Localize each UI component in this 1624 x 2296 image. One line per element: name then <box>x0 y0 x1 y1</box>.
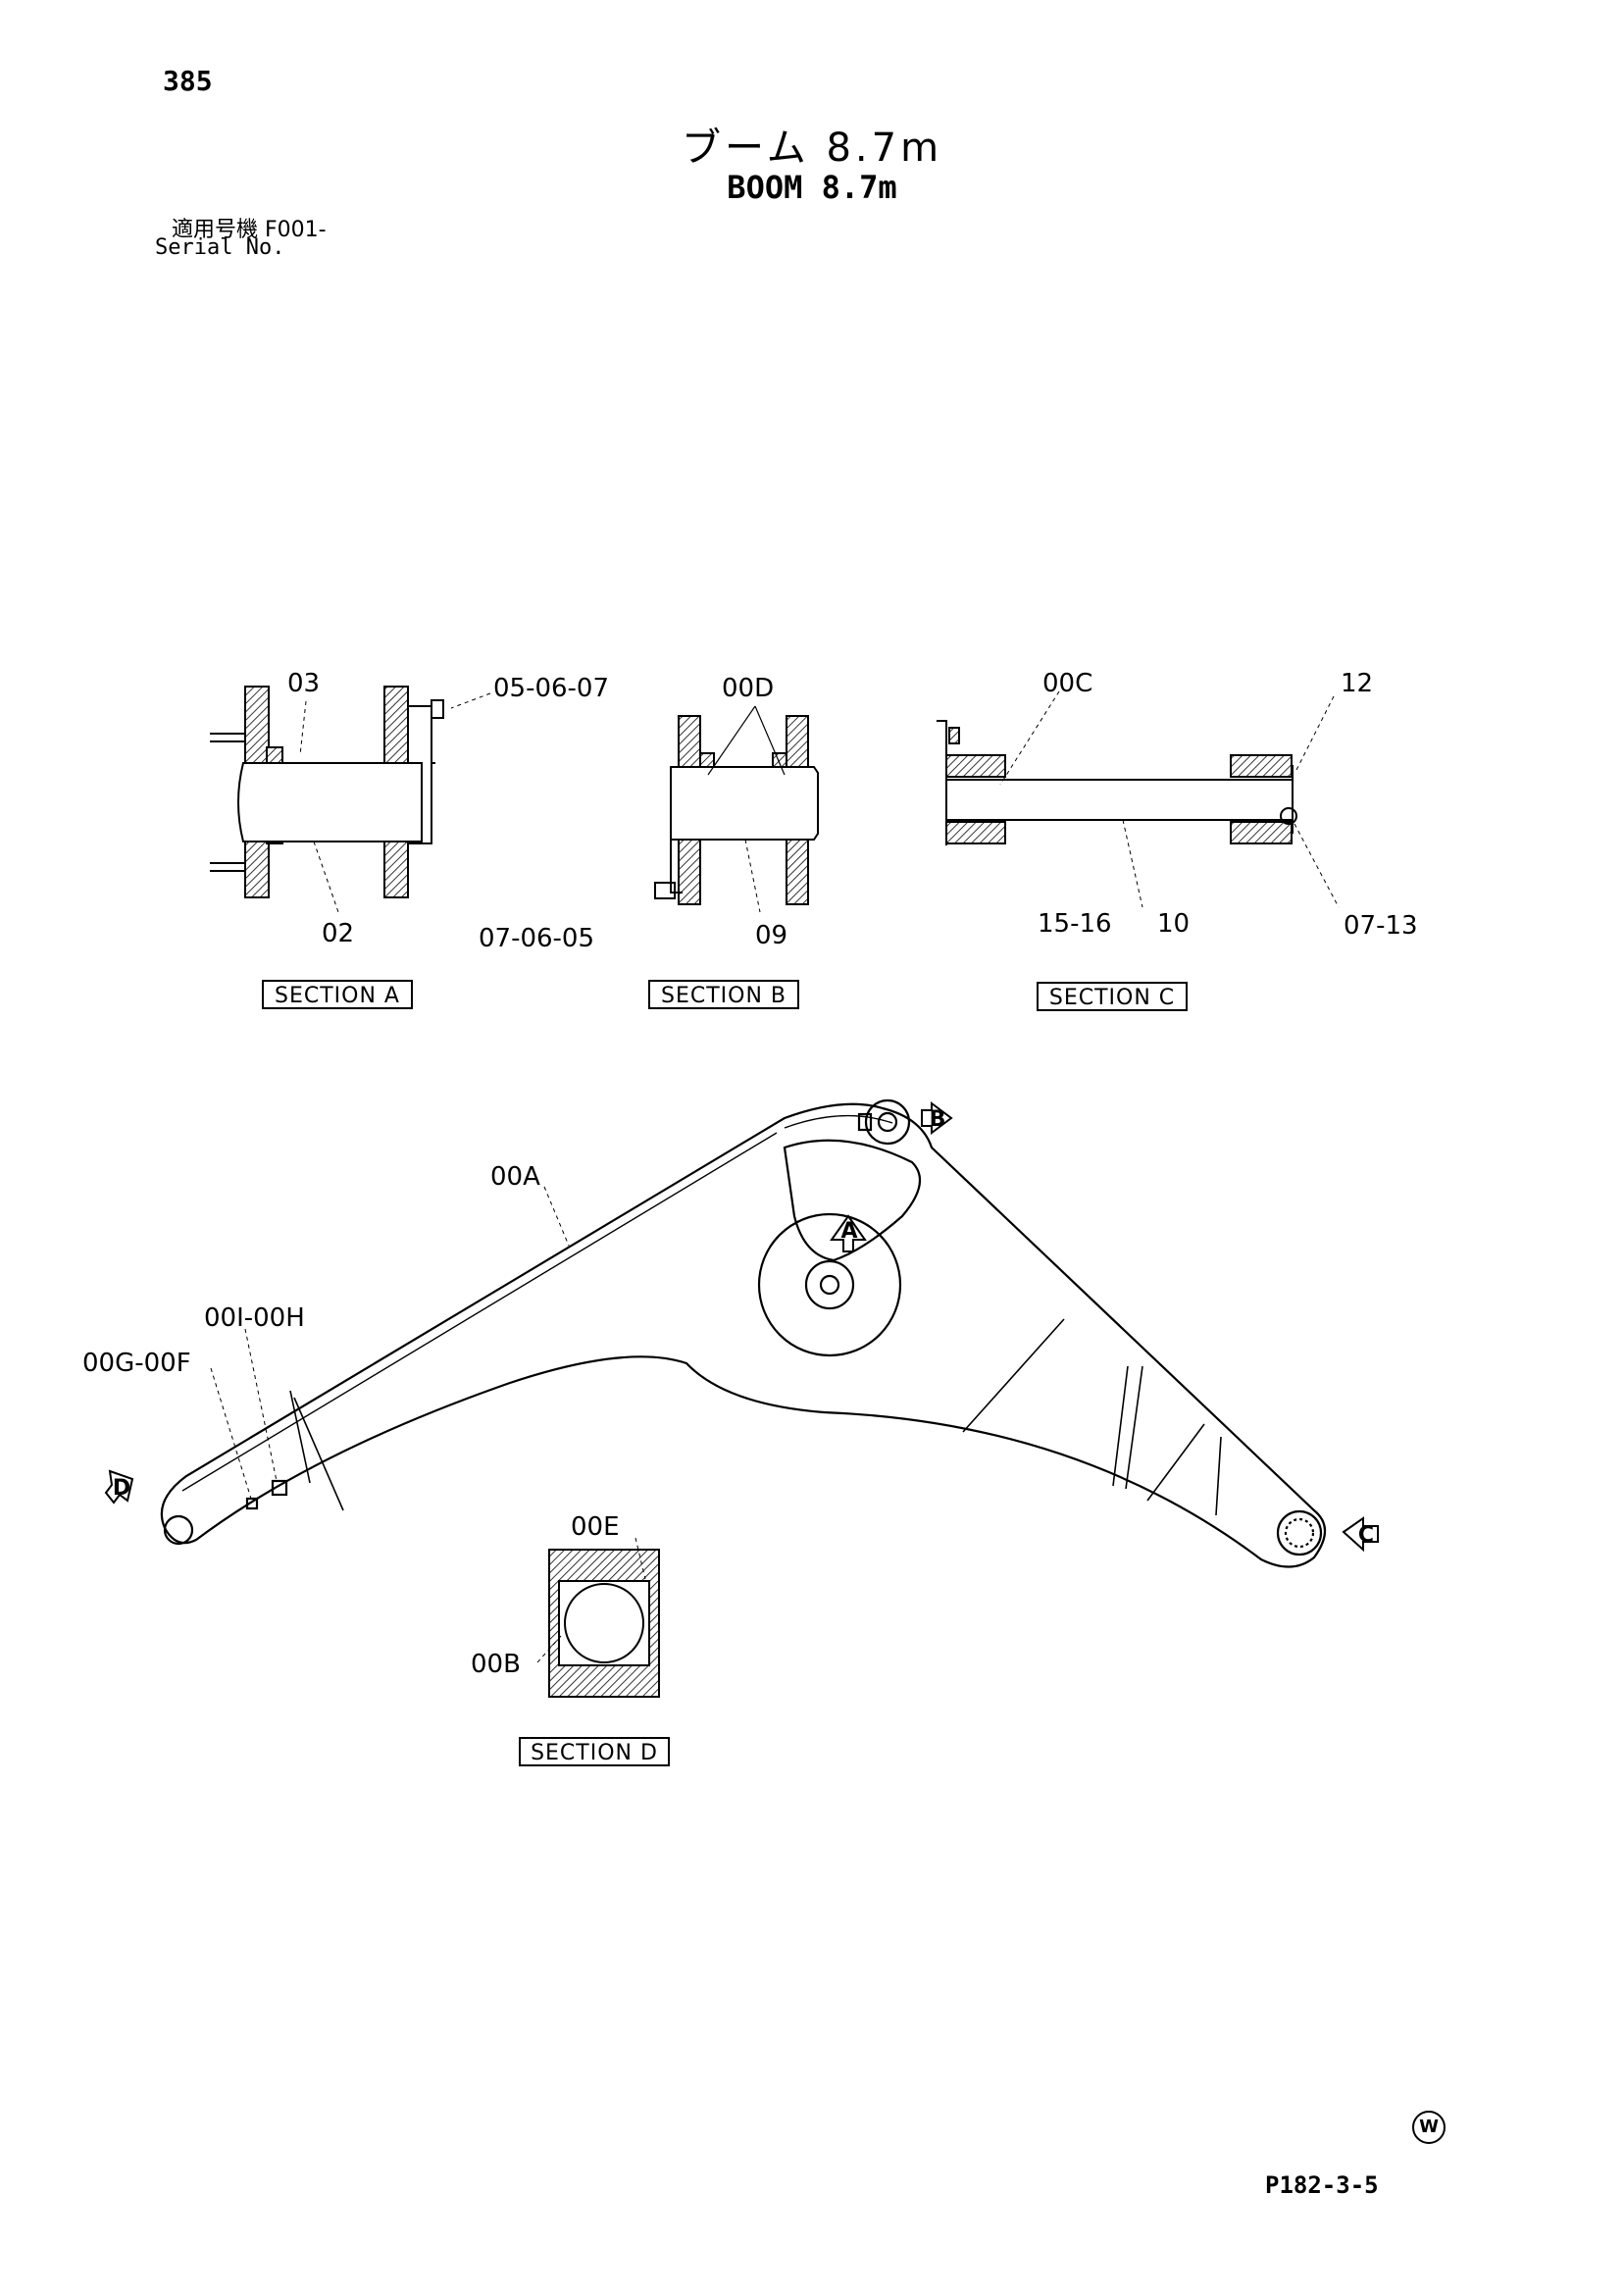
section-c-label-00c: 00C <box>1042 669 1092 698</box>
section-b-label-07-06-05: 07-06-05 <box>479 924 594 953</box>
section-a-label-02: 02 <box>322 919 354 948</box>
section-b-title: SECTION B <box>661 984 787 1008</box>
section-c-label-07-13: 07-13 <box>1344 911 1418 941</box>
section-d-title: SECTION D <box>531 1741 658 1765</box>
svg-text:C: C <box>1358 1523 1374 1548</box>
svg-text:A: A <box>840 1219 857 1244</box>
section-d-label-00b: 00B <box>471 1650 521 1679</box>
boom-outline <box>160 1098 1327 1568</box>
section-a-label-03: 03 <box>287 669 320 698</box>
marker-c: C <box>1342 1516 1379 1553</box>
section-b-label-09: 09 <box>755 921 787 950</box>
marker-a: A <box>830 1214 867 1252</box>
section-b-label-00d: 00D <box>722 674 774 703</box>
boom-label-00a: 00A <box>490 1162 540 1192</box>
footer-code: P182-3-5 <box>1265 2171 1379 2199</box>
marker-d: D <box>104 1469 134 1505</box>
section-a-title: SECTION A <box>275 984 400 1008</box>
boom-label-00g-00f: 00G-00F <box>82 1349 191 1378</box>
section-a-label-05-06-07: 05-06-07 <box>493 674 609 703</box>
svg-text:D: D <box>113 1476 130 1501</box>
section-b-drawing <box>654 705 819 913</box>
section-d-label-00e: 00E <box>571 1512 620 1542</box>
boom-leader-lines <box>210 1186 570 1500</box>
section-c-label-15-16: 15-16 <box>1038 909 1112 939</box>
serial-label-english: Serial No. <box>155 235 285 260</box>
section-c-drawing <box>937 690 1340 908</box>
section-d-drawing <box>536 1537 660 1698</box>
svg-text:B: B <box>930 1107 946 1132</box>
title-english: BOOM 8.7m <box>727 169 897 206</box>
section-c-label-10: 10 <box>1157 909 1190 939</box>
section-a-drawing <box>210 686 491 913</box>
page-number: 385 <box>163 65 213 97</box>
section-c-label-12: 12 <box>1341 669 1373 698</box>
section-c-title: SECTION C <box>1049 986 1175 1010</box>
marker-b: B <box>921 1101 953 1135</box>
title-japanese: ブーム 8.7m <box>681 126 943 171</box>
watermark-logo: W <box>1412 2111 1446 2144</box>
serial-label-japanese: 適用号機 F001- <box>172 218 327 242</box>
boom-label-00i-00h: 00I-00H <box>204 1303 305 1333</box>
